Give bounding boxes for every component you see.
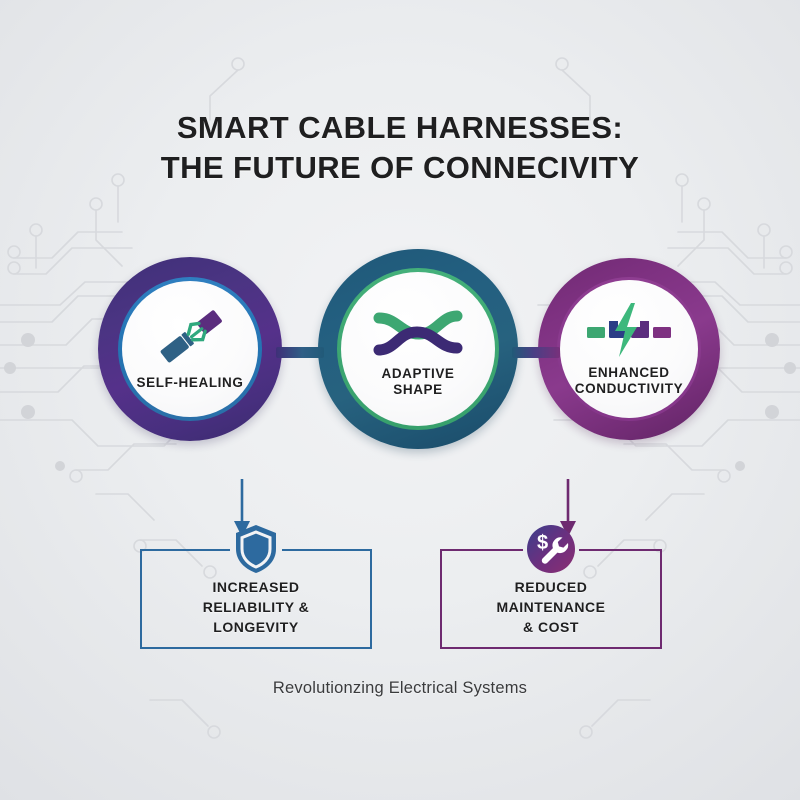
outcome-box-maintenance[interactable]: $ REDUCED MAINTENANCE & COST: [440, 525, 662, 649]
feature-label-line-2: SHAPE: [393, 382, 443, 397]
outcome-label-line-3: & COST: [523, 619, 579, 635]
connector-self-healing-to-adaptive: [276, 347, 324, 358]
feature-circle-adaptive-shape[interactable]: ADAPTIVE SHAPE: [318, 249, 518, 449]
circle-inner-disc: ENHANCED CONDUCTIVITY: [560, 280, 698, 418]
lightning-bolt-icon: [585, 301, 673, 359]
outcome-label-line-2: MAINTENANCE: [496, 599, 606, 615]
feature-circle-enhanced-conductivity[interactable]: ENHANCED CONDUCTIVITY: [538, 258, 720, 440]
title-line-2: THE FUTURE OF CONNECIVITY: [160, 150, 640, 185]
svg-text:$: $: [537, 532, 548, 554]
dollar-wrench-icon: $: [525, 523, 577, 575]
footer-caption: Revolutionzing Electrical Systems: [272, 679, 528, 697]
feature-circle-self-healing[interactable]: SELF-HEALING: [98, 257, 282, 441]
feature-label-self-healing: SELF-HEALING: [137, 375, 244, 391]
arrow-connector-tree: [234, 443, 576, 537]
title-line-1: SMART CABLE HARNESSES:: [176, 110, 624, 145]
page-title: SMART CABLE HARNESSES: THE FUTURE OF CON…: [0, 108, 800, 188]
outcome-label-line-1: REDUCED: [514, 579, 588, 595]
circle-inner-disc: ADAPTIVE SHAPE: [341, 272, 495, 426]
outcome-label-line-2: RELIABILITY &: [202, 599, 310, 615]
feature-label-enhanced-conductivity: ENHANCED CONDUCTIVITY: [575, 365, 683, 397]
wavy-cable-icon: [373, 300, 463, 362]
feature-label-line-1: ADAPTIVE: [381, 366, 455, 381]
outcome-box-reliability[interactable]: INCREASED RELIABILITY & LONGEVITY: [140, 525, 372, 649]
feature-label-line-1: SELF-HEALING: [136, 375, 244, 390]
outcome-label-line-3: LONGEVITY: [213, 619, 299, 635]
feature-label-adaptive-shape: ADAPTIVE SHAPE: [381, 366, 454, 398]
outcome-label-reliability: INCREASED RELIABILITY & LONGEVITY: [203, 577, 310, 637]
outcome-label-line-1: INCREASED: [212, 579, 300, 595]
feature-label-line-2: CONDUCTIVITY: [574, 381, 684, 396]
shield-icon: [233, 523, 279, 575]
connector-adaptive-to-conductivity: [512, 347, 560, 358]
feature-label-line-1: ENHANCED: [588, 365, 670, 380]
broken-cable-icon: [154, 307, 226, 369]
outcome-label-maintenance: REDUCED MAINTENANCE & COST: [497, 577, 606, 637]
circle-inner-disc: SELF-HEALING: [122, 281, 258, 417]
